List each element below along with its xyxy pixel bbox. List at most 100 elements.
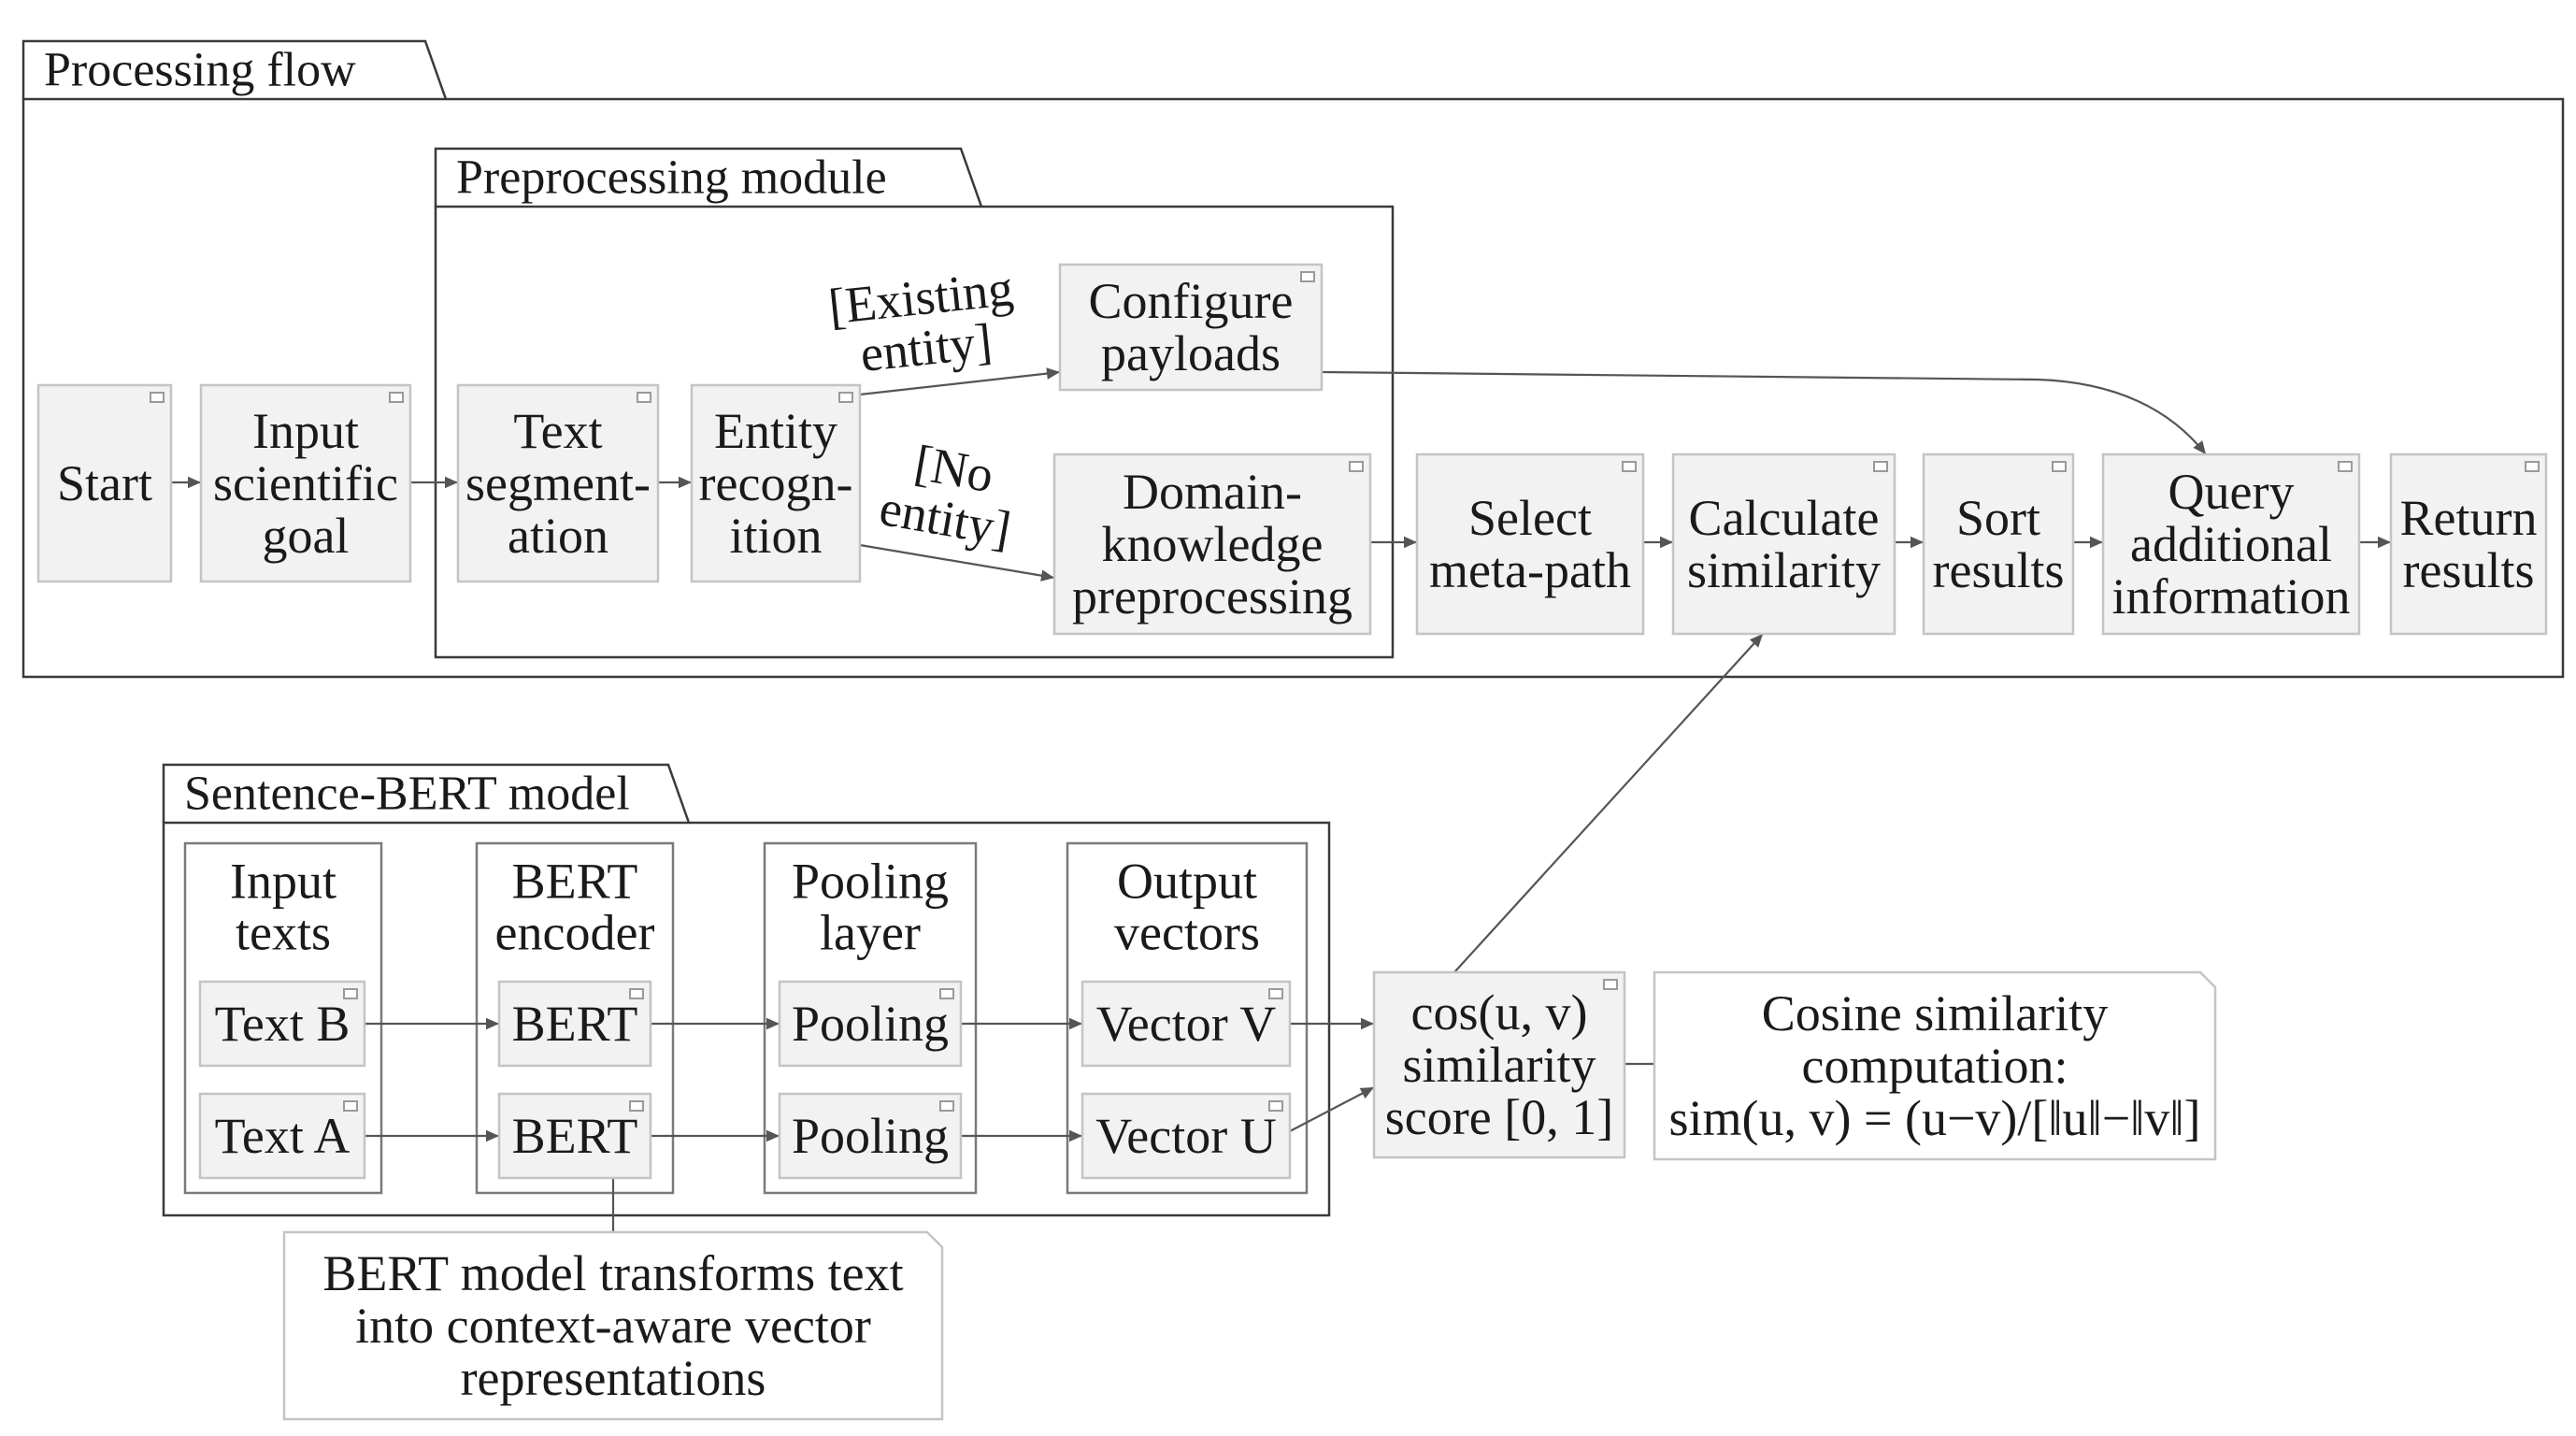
- return-results-node-element-icon: [2525, 461, 2540, 472]
- calculate-similarity-node-frame: [1671, 452, 1896, 636]
- return-results-node-label-line-1: Return: [2400, 490, 2538, 546]
- cos-score-node-label-line-2: similarity: [1403, 1037, 1596, 1093]
- entity-recognition-node-frame: [690, 383, 862, 583]
- processing-flow-container: Processing flow: [21, 39, 2565, 679]
- arrow-cos-to-similarity-head: [1749, 634, 1763, 648]
- configure-payloads-node-element-icon: [1300, 271, 1315, 282]
- sort-results-node-element-icon: [2052, 461, 2067, 472]
- vector-u-node-label-line-1: Vector U: [1095, 1108, 1276, 1164]
- bert-2-node-frame: [497, 1092, 652, 1180]
- select-meta-path-node-label-line-1: Select: [1468, 490, 1592, 546]
- domain-preprocessing-node-label-line-2: knowledge: [1102, 516, 1324, 572]
- pooling-2-node-frame: [778, 1092, 963, 1180]
- processing-flow-container-title: Processing flow: [44, 44, 356, 97]
- start-node-label-line-1: Start: [57, 455, 152, 511]
- sentence-bert-container-tab: [162, 763, 691, 824]
- bert-note-text-line-1: BERT model transforms text: [322, 1245, 903, 1301]
- configure-payloads-node-label-line-2: payloads: [1101, 325, 1281, 381]
- arrow-vector-u-to-cos-head: [1359, 1087, 1374, 1099]
- query-info-node-frame: [2101, 452, 2361, 636]
- bert-note-frame: [282, 1230, 944, 1421]
- cosine-note-text-line-2: computation:: [1802, 1038, 2068, 1094]
- column-input-texts-title-line-1: Input: [230, 854, 336, 910]
- preprocessing-module-container-title: Preprocessing module: [456, 151, 887, 205]
- pooling-1-node-label-line-1: Pooling: [792, 996, 949, 1052]
- configure-payloads-node-label-line-1: Configure: [1089, 273, 1294, 329]
- start-node: Start: [36, 383, 173, 583]
- text-b-node-label-line-1: Text B: [215, 996, 351, 1052]
- entity-recognition-node-label-line-3: ition: [729, 508, 822, 564]
- preprocessing-module-container: Preprocessing module: [434, 147, 1395, 659]
- arrow-texta-to-bert-head: [486, 1129, 499, 1142]
- arrow-recognition-to-domain-head: [1040, 569, 1054, 582]
- return-results-node-label-line-2: results: [2403, 542, 2535, 598]
- pooling-2-node-element-icon: [939, 1100, 954, 1112]
- start-node-frame: [36, 383, 173, 583]
- cos-score-node-label-line-1: cos(u, v): [1411, 984, 1588, 1041]
- pooling-1-node-frame: [778, 980, 963, 1068]
- bert-note-text-line-3: representations: [461, 1350, 766, 1406]
- arrow-textb-to-bert-head: [486, 1017, 499, 1030]
- arrow-sort-to-query-head: [2090, 536, 2103, 549]
- arrow-bert-to-pooling-2-head: [766, 1129, 780, 1142]
- text-segmentation-node-element-icon: [637, 392, 651, 403]
- edge-label-existing-entity-line-2: entity]: [858, 313, 995, 382]
- cosine-note-text-line-1: Cosine similarity: [1762, 985, 2109, 1041]
- arrow-bert-to-pooling-1-head: [766, 1017, 780, 1030]
- cos-score-node-element-icon: [1603, 979, 1618, 990]
- processing-flow-container-tab: [21, 39, 448, 100]
- entity-recognition-node-label-line-2: recogn-: [699, 455, 853, 511]
- cos-score-node-label-line-3: score [0, 1]: [1385, 1089, 1613, 1145]
- text-b-node: Text B: [198, 980, 366, 1068]
- vector-v-node-label-line-1: Vector V: [1096, 996, 1276, 1052]
- start-node-element-icon: [150, 392, 165, 403]
- input-goal-node-label-line-3: goal: [263, 508, 350, 564]
- select-meta-path-node-label-line-2: meta-path: [1429, 542, 1631, 598]
- entity-recognition-node-element-icon: [838, 392, 853, 403]
- calculate-similarity-node-element-icon: [1873, 461, 1888, 472]
- arrow-configure-to-query-head: [2193, 440, 2206, 454]
- bert-note-text-line-2: into context-aware vector: [355, 1298, 871, 1354]
- arrow-pooling-to-vector-u-head: [1069, 1129, 1082, 1142]
- nodes-layer: StartInputscientificgoalTextsegment-atio…: [36, 260, 2548, 1421]
- arrow-start-to-input-head: [188, 476, 201, 489]
- cos-score-node-frame: [1372, 970, 1626, 1159]
- arrow-metapath-to-similarity-head: [1660, 536, 1673, 549]
- domain-preprocessing-node-label-line-3: preprocessing: [1072, 568, 1352, 625]
- sentence-bert-container: Sentence-BERT model: [162, 763, 1331, 1217]
- vector-v-node-frame: [1080, 980, 1292, 1068]
- arrow-recognition-to-domain: [859, 543, 1055, 580]
- column-pooling-layer-title-line-2: layer: [820, 905, 921, 961]
- text-a-node-frame: [198, 1092, 366, 1180]
- text-segmentation-node-label-line-3: ation: [508, 508, 608, 564]
- select-meta-path-node-frame: [1415, 452, 1645, 636]
- edge-label-no-entity-line-2: entity]: [876, 480, 1015, 558]
- calculate-similarity-node-label-line-2: similarity: [1687, 542, 1881, 598]
- arrow-recognition-to-configure: [859, 370, 1061, 396]
- select-meta-path-node-element-icon: [1622, 461, 1637, 472]
- query-info-node-label-line-3: information: [2112, 568, 2351, 625]
- arrow-recognition-to-configure-head: [1046, 367, 1060, 380]
- bert-1-node-label-line-1: BERT: [512, 996, 638, 1052]
- text-segmentation-node-frame: [456, 383, 660, 583]
- query-info-node-label-line-1: Query: [2168, 464, 2295, 520]
- cosine-note-frame: [1653, 970, 2217, 1161]
- arrow-query-to-return-head: [2378, 536, 2391, 549]
- text-b-node-element-icon: [343, 988, 358, 999]
- entity-recognition-node-label-line-1: Entity: [714, 403, 837, 459]
- vector-u-node-frame: [1080, 1092, 1292, 1180]
- configure-payloads-node-frame: [1058, 263, 1324, 392]
- domain-preprocessing-node-label-line-1: Domain-: [1123, 464, 1302, 520]
- pooling-1-node: Pooling: [778, 980, 963, 1068]
- domain-preprocessing-node-element-icon: [1349, 461, 1364, 472]
- text-b-node-frame: [198, 980, 366, 1068]
- bert-2-node: BERT: [497, 1092, 652, 1180]
